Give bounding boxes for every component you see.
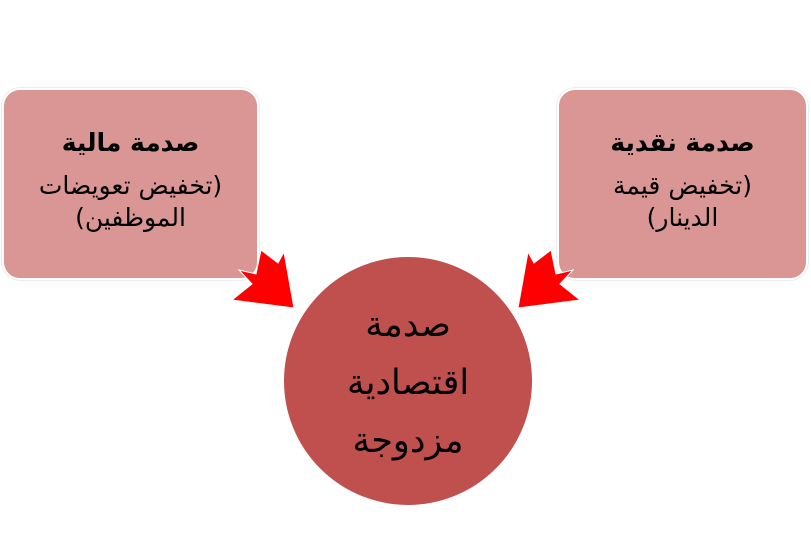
- monetary-shock-title: صدمة نقدية: [610, 128, 755, 157]
- fiscal-shock-subtitle: (تخفيض تعويضات الموظفين): [38, 171, 223, 232]
- double-economic-shock-circle: صدمة اقتصادية مزدوجة: [283, 256, 533, 506]
- double-economic-shock-label: صدمة اقتصادية مزدوجة: [346, 305, 470, 461]
- monetary-shock-box: صدمة نقدية (تخفيض قيمة الدينار): [557, 88, 808, 280]
- fiscal-shock-box: صدمة مالية (تخفيض تعويضات الموظفين): [2, 88, 259, 280]
- fiscal-shock-title: صدمة مالية: [61, 128, 200, 157]
- arrow-down-right-icon: [230, 249, 295, 309]
- arrow-down-left-icon: [517, 249, 582, 309]
- monetary-shock-subtitle: (تخفيض قيمة الدينار): [613, 171, 752, 232]
